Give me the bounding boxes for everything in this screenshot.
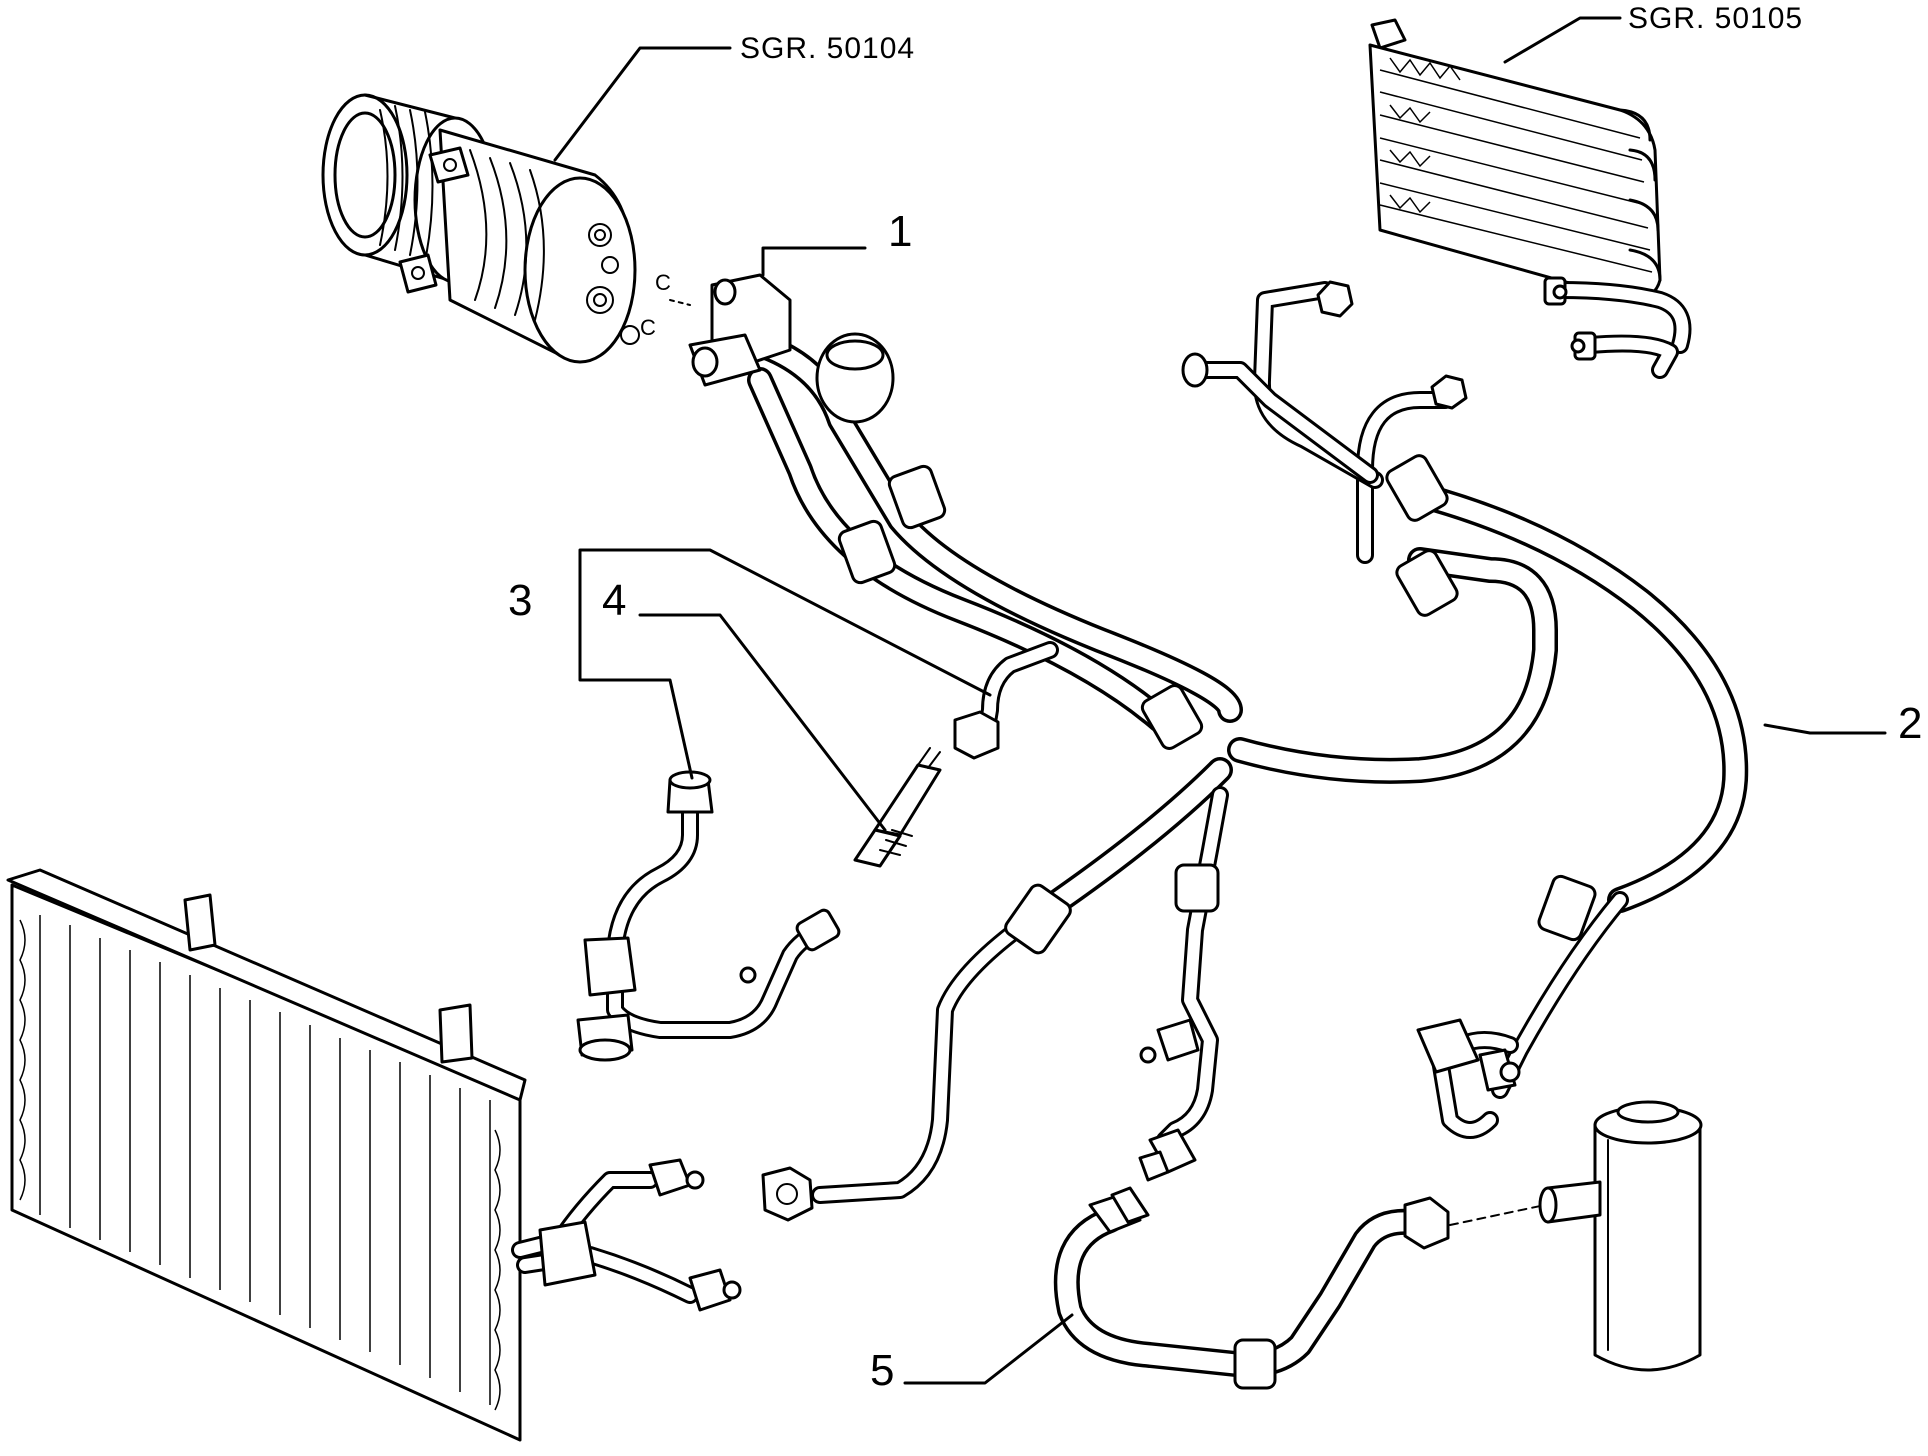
leader-sgr-50105 — [1503, 16, 1622, 64]
callout-1: 1 — [888, 207, 912, 256]
leader-lines — [553, 16, 1887, 1385]
leader-5 — [903, 1313, 1074, 1385]
callout-2: 2 — [1898, 699, 1922, 748]
leader-2 — [1763, 723, 1887, 735]
leader-sgr-50104 — [553, 46, 732, 162]
callout-3: 3 — [508, 576, 532, 625]
labels: SGR. 50104 SGR. 50105 1 2 3 4 5 — [508, 2, 1922, 1395]
pipe-to-condenser — [761, 641, 1233, 1222]
ref-sgr-50104: SGR. 50104 — [740, 32, 915, 65]
leader-1 — [761, 246, 867, 277]
evaporator — [1368, 18, 1692, 379]
receiver-drier — [1538, 1100, 1703, 1372]
callout-5: 5 — [870, 1346, 894, 1395]
pipe-item-3 — [576, 770, 841, 1062]
compressor: C C — [321, 93, 691, 364]
pressure-switch-item-4 — [853, 747, 942, 868]
pipe-item-5 — [1053, 786, 1546, 1390]
leader-3-upper — [578, 548, 992, 697]
svg-text:C: C — [640, 315, 656, 340]
ref-sgr-50105: SGR. 50105 — [1628, 2, 1803, 35]
hose-assembly-1 — [688, 273, 1243, 750]
leader-4 — [638, 613, 887, 832]
callout-4: 4 — [602, 576, 626, 625]
leader-3-lower — [578, 611, 694, 780]
svg-text:C: C — [655, 270, 671, 295]
hose-assembly-2 — [1181, 280, 1749, 1139]
condenser — [6, 868, 742, 1442]
